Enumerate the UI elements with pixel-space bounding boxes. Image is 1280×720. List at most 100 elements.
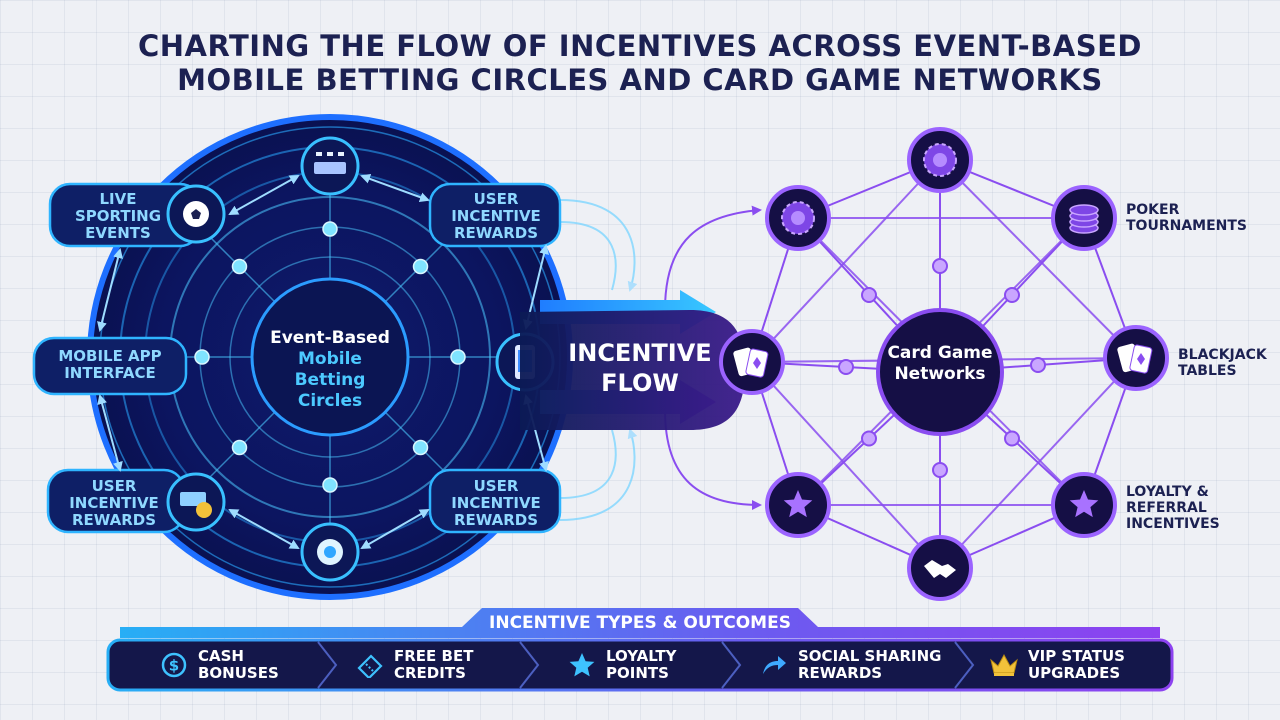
connector-arrow <box>97 248 123 332</box>
network-dot <box>1004 287 1020 303</box>
side-label-line: LOYALTY & <box>1126 484 1209 500</box>
stadium-icon <box>300 136 360 196</box>
network-dot <box>1004 430 1020 447</box>
node-label-line: REWARDS <box>453 511 539 529</box>
stadium-stands <box>314 162 346 174</box>
stadium-light <box>327 152 333 156</box>
network-dot <box>932 462 948 478</box>
incentive-type-loyalty-points[interactable]: LOYALTY POINTS <box>556 640 676 690</box>
network-dot <box>861 430 877 447</box>
connector-arrow <box>228 175 300 215</box>
side-label-line: TABLES <box>1178 363 1237 379</box>
soccer-ball-icon <box>166 184 226 244</box>
node-live-sporting-events[interactable]: LIVE SPORTING EVENTS <box>58 191 178 242</box>
incentive-type-vip-status[interactable]: VIP STATUS UPGRADES <box>978 640 1125 690</box>
node-mobile-app-interface[interactable]: MOBILE APP INTERFACE <box>40 348 180 382</box>
side-label-line: REFERRAL <box>1126 500 1207 516</box>
handshake-icon <box>907 535 973 601</box>
stadium-light <box>316 152 322 156</box>
handshake-shape <box>924 560 956 578</box>
incentive-type-line: BONUSES <box>198 664 279 682</box>
network-cross-edge <box>939 357 1137 569</box>
page-title-line-1: CHARTING THE FLOW OF INCENTIVES ACROSS E… <box>138 29 1142 63</box>
poker-chip-icon <box>765 185 831 251</box>
network-cross-edge <box>751 159 941 363</box>
node-label-line: INTERFACE <box>64 364 156 382</box>
incentive-type-line: REWARDS <box>798 664 883 682</box>
label-loyalty-referral: LOYALTY & REFERRAL INCENTIVES <box>1126 484 1220 532</box>
node-label-line: USER <box>91 477 137 495</box>
node-label-line: INCENTIVE <box>451 494 541 512</box>
node-label-line: REWARDS <box>71 511 157 529</box>
incentive-flow-label: INCENTIVE FLOW <box>560 338 720 398</box>
betting-circle-title: Event-Based <box>270 328 390 348</box>
incentive-type-free-bet-credits[interactable]: FREE BET CREDITS <box>344 640 473 690</box>
connector-arrow <box>360 174 430 202</box>
side-label-line: POKER <box>1126 202 1180 218</box>
cash-stack-icon <box>166 472 226 532</box>
flow-label-line: FLOW <box>601 369 679 397</box>
network-dot <box>838 359 854 375</box>
connector-arrow <box>228 509 300 549</box>
ring-dot <box>450 349 466 365</box>
side-label-line: TOURNAMENTS <box>1126 218 1247 234</box>
node-label-line: LIVE <box>99 190 137 208</box>
network-cross-edge <box>939 159 1137 359</box>
star-icon <box>765 472 831 538</box>
incentive-type-cash-bonuses[interactable]: $ CASH BONUSES <box>148 640 279 690</box>
node-pill <box>428 182 562 248</box>
incentive-type-line: CREDITS <box>394 664 466 682</box>
node-label-line: USER <box>473 477 519 495</box>
cash-bill <box>180 492 206 506</box>
ring-dot <box>322 477 338 493</box>
playing-cards-icon <box>1103 325 1169 391</box>
ring-dot <box>194 349 210 365</box>
svg-text:$: $ <box>169 657 179 675</box>
node-label-line: EVENTS <box>85 224 151 242</box>
network-dot <box>932 258 948 274</box>
incentive-types-title: INCENTIVE TYPES & OUTCOMES <box>489 613 791 633</box>
star-icon <box>1051 472 1117 538</box>
star-shape <box>783 490 813 518</box>
label-poker-tournaments: POKER TOURNAMENTS <box>1126 202 1247 234</box>
incentive-type-line: UPGRADES <box>1028 664 1121 682</box>
node-pill <box>428 468 562 534</box>
incentive-types-bar: $ CASH BONUSES FREE BET CREDITS LOYALTY … <box>108 640 1172 690</box>
node-label-line: MOBILE APP <box>58 347 162 365</box>
gear-badge-icon <box>300 522 360 582</box>
incentive-type-social-sharing[interactable]: SOCIAL SHARING REWARDS <box>748 640 942 690</box>
page-title-line-2: MOBILE BETTING CIRCLES AND CARD GAME NET… <box>177 63 1103 97</box>
badge-core <box>324 546 336 558</box>
node-user-incentive-rewards-right[interactable]: USER INCENTIVE REWARDS <box>436 478 556 529</box>
chip-center <box>933 153 947 167</box>
chip-layer <box>1069 204 1099 216</box>
betting-circle-subtitle-2: Betting <box>294 370 366 390</box>
label-blackjack-tables: BLACKJACK TABLES <box>1178 347 1267 379</box>
incentive-type-line: CASH <box>198 647 244 665</box>
node-user-incentive-rewards-top[interactable]: USER INCENTIVE REWARDS <box>436 191 556 242</box>
connector-arrow <box>360 509 430 549</box>
node-label-line: INCENTIVE <box>69 494 159 512</box>
flow-label-line: INCENTIVE <box>568 339 712 367</box>
poker-chip-icon <box>907 127 973 193</box>
node-label-line: SPORTING <box>74 207 162 225</box>
card-suit <box>753 357 761 369</box>
network-dot <box>861 287 877 303</box>
share-arrow-icon <box>754 645 794 685</box>
card-network-title: Card Game Networks <box>878 343 1002 385</box>
incentive-type-line: SOCIAL SHARING <box>798 647 942 665</box>
card-network-title-line: Networks <box>894 364 986 384</box>
ring-dot <box>412 439 429 456</box>
node-user-incentive-rewards-left[interactable]: USER INCENTIVE REWARDS <box>56 478 172 529</box>
star-icon <box>562 645 602 685</box>
chip-center <box>791 211 805 225</box>
playing-cards-icon <box>719 329 785 395</box>
dollar-coin-icon: $ <box>154 645 194 685</box>
card-network-title-line: Card Game <box>887 343 993 363</box>
card-suit <box>1137 353 1145 365</box>
incentive-type-line: FREE BET <box>394 647 474 665</box>
ball-patch <box>191 209 201 219</box>
node-pill <box>32 336 188 396</box>
ring-dot <box>412 258 429 275</box>
